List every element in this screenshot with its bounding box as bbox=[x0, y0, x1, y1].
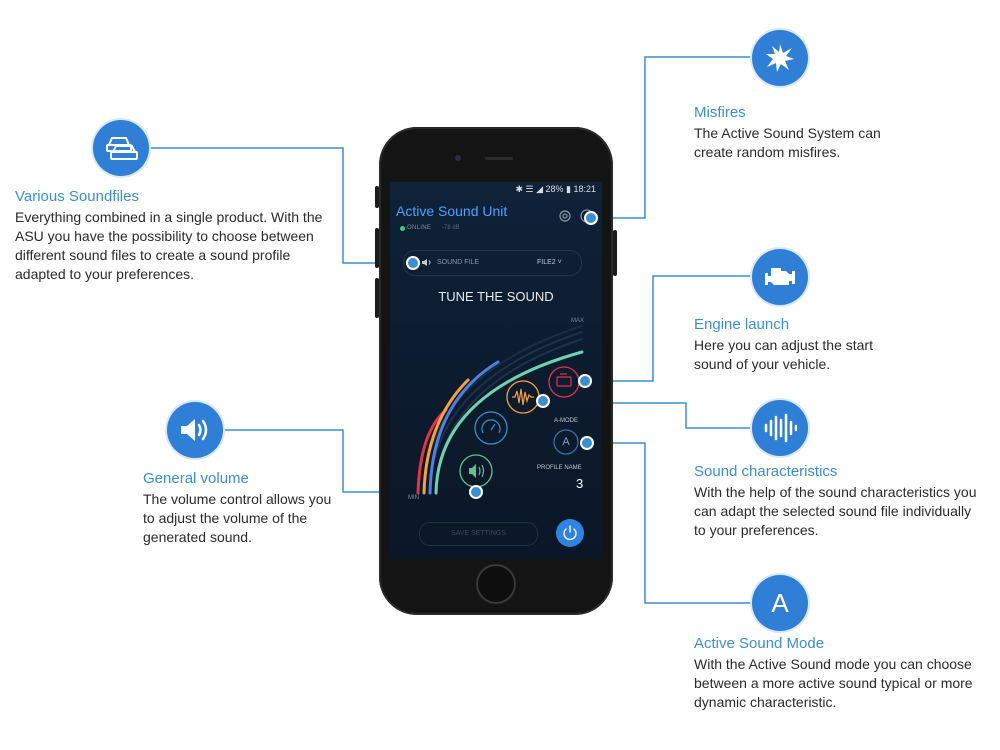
feature-title: Various Soundfiles bbox=[15, 188, 139, 205]
front-camera bbox=[455, 155, 461, 161]
tune-heading: TUNE THE SOUND bbox=[438, 289, 554, 304]
a-mode-label: A-MODE bbox=[554, 418, 578, 424]
profile-name-value[interactable]: 3 bbox=[576, 476, 584, 491]
power-icon bbox=[563, 525, 577, 541]
feature-engine: Engine launch Here you can adjust the st… bbox=[694, 316, 904, 374]
feature-title: General volume bbox=[143, 470, 249, 487]
feature-description: Everything combined in a single product.… bbox=[15, 209, 323, 282]
power-side-button bbox=[613, 230, 617, 276]
feature-title: Active Sound Mode bbox=[694, 635, 825, 652]
feature-asm: Active Sound Mode With the Active Sound … bbox=[694, 635, 984, 712]
db-readout: -78 dB bbox=[442, 225, 460, 231]
save-settings-button[interactable]: SAVE SETTINGS bbox=[419, 522, 538, 546]
a-mode-toggle[interactable]: A bbox=[562, 436, 570, 448]
connection-status: ONLINE bbox=[407, 225, 432, 231]
online-indicator bbox=[400, 226, 405, 231]
feature-description: The Active Sound System can create rando… bbox=[694, 125, 881, 160]
callout-dot bbox=[538, 396, 548, 406]
callout-dot bbox=[408, 258, 418, 268]
engine-start-button[interactable] bbox=[549, 367, 579, 397]
speedometer-button[interactable] bbox=[475, 412, 507, 444]
earpiece-speaker bbox=[485, 157, 513, 160]
min-label: MIN bbox=[408, 495, 419, 501]
speaker-volume-icon bbox=[167, 402, 223, 458]
feature-title: Sound characteristics bbox=[694, 463, 838, 480]
sound-file-value[interactable]: FILE2 ˅ bbox=[537, 259, 562, 266]
volume-up-button bbox=[375, 228, 379, 268]
callout-dot bbox=[471, 487, 481, 497]
feature-description: The volume control allows you to adjust … bbox=[143, 491, 332, 545]
app-screen: ✱ ☰ ◢ 28% ▮ 18:21 Active Sound Unit ONLI… bbox=[390, 182, 602, 559]
home-button[interactable] bbox=[476, 564, 516, 604]
explosion-icon bbox=[752, 30, 808, 86]
max-label: MAX bbox=[571, 318, 585, 324]
letter-a-icon: A bbox=[752, 575, 808, 631]
status-bar: ✱ ☰ ◢ 28% ▮ 18:21 bbox=[515, 184, 596, 194]
letter-a-label: A bbox=[771, 587, 789, 618]
callout-dot bbox=[582, 438, 592, 448]
cars-icon bbox=[93, 120, 149, 176]
speaker-small-icon bbox=[422, 259, 431, 266]
profile-name-label: PROFILE NAME bbox=[537, 465, 582, 471]
feature-soundfiles: Various Soundfiles Everything combined i… bbox=[15, 188, 335, 284]
sound-file-selector[interactable] bbox=[403, 250, 582, 276]
sound-character-button[interactable] bbox=[507, 381, 539, 413]
feature-description: Here you can adjust the start sound of y… bbox=[694, 337, 873, 372]
feature-title: Engine launch bbox=[694, 316, 790, 333]
feature-misfires: Misfires The Active Sound System can cre… bbox=[694, 104, 914, 162]
engine-icon bbox=[752, 249, 808, 305]
feature-characteristics: Sound characteristics With the help of t… bbox=[694, 463, 984, 540]
volume-button[interactable] bbox=[460, 455, 492, 487]
feature-description: With the help of the sound characteristi… bbox=[694, 484, 977, 538]
power-button[interactable] bbox=[556, 519, 584, 547]
callout-dot bbox=[586, 213, 596, 223]
feature-description: With the Active Sound mode you can choos… bbox=[694, 656, 973, 710]
waveform-icon bbox=[752, 400, 808, 456]
sound-file-label: SOUND FILE bbox=[437, 259, 480, 266]
feature-volume: General volume The volume control allows… bbox=[143, 470, 338, 547]
volume-arc-control[interactable] bbox=[390, 182, 602, 559]
mute-switch bbox=[375, 186, 379, 208]
feature-title: Misfires bbox=[694, 104, 746, 121]
callout-dot bbox=[580, 376, 590, 386]
app-title: Active Sound Unit bbox=[396, 203, 508, 219]
volume-down-button bbox=[375, 278, 379, 318]
